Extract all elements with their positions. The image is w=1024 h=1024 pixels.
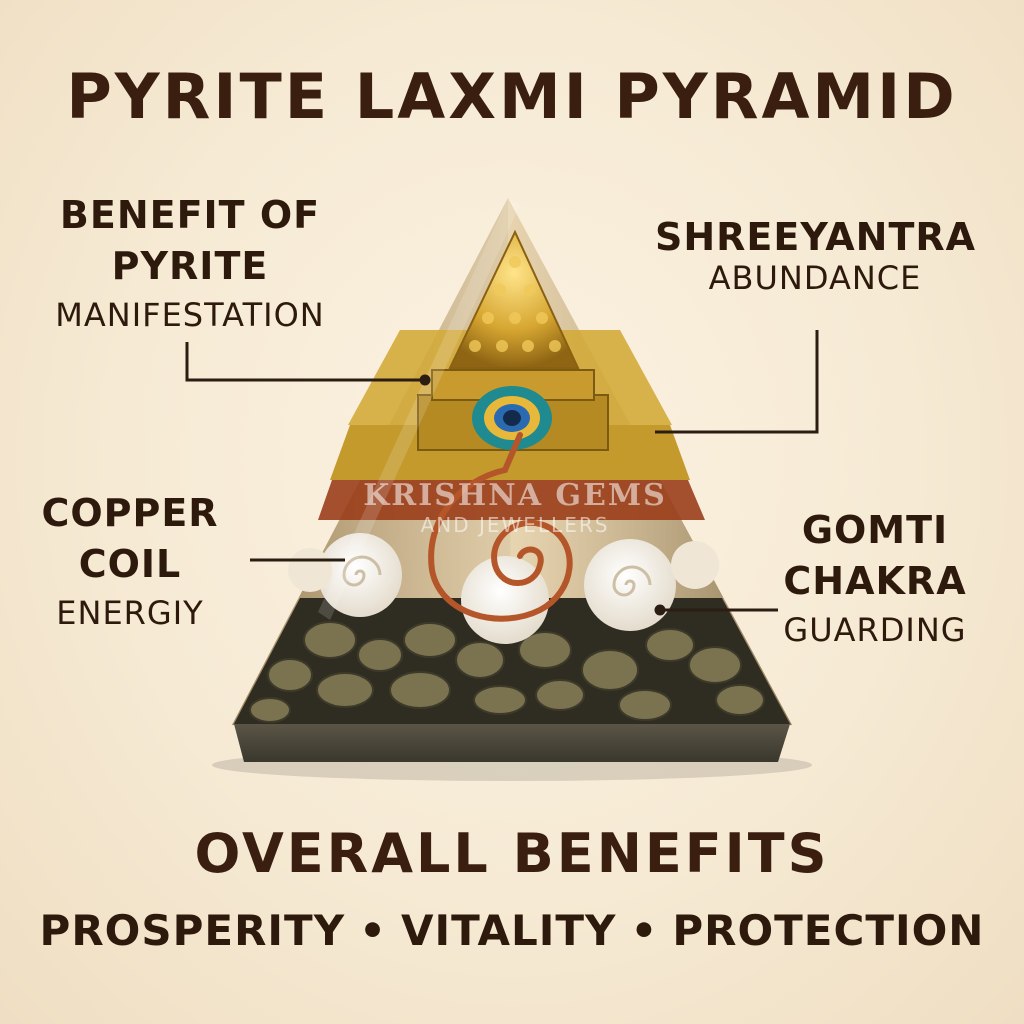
callout-pyrite-benefit: MANIFESTATION xyxy=(55,295,325,334)
callout-gomti-chakra: GOMTI CHAKRA GUARDING xyxy=(765,505,985,646)
callout-copper-coil: COPPER COIL ENERGIY xyxy=(30,488,230,629)
peacock-feather-eye xyxy=(472,386,552,450)
benefit-item: PROSPERITY xyxy=(39,906,346,955)
callout-gomti-heading-line1: GOMTI xyxy=(801,508,949,552)
shreeyantra xyxy=(417,229,609,451)
callout-copper-heading-line2: COIL xyxy=(78,542,182,587)
callout-shreeyantra-heading: SHREEYANTRA xyxy=(655,215,977,259)
glass-highlight xyxy=(318,198,520,620)
page-title: PYRITE LAXMI PYRAMID xyxy=(66,60,958,133)
benefit-item: VITALITY xyxy=(400,906,617,955)
callout-pyrite: BENEFIT OF PYRITE MANIFESTATION xyxy=(30,190,350,331)
callout-dot-gomti xyxy=(654,604,666,616)
callout-pyrite-heading-line2: PYRITE xyxy=(111,244,269,289)
callout-gomti-benefit: GUARDING xyxy=(783,610,967,649)
callout-shreeyantra: SHREEYANTRA ABUNDANCE xyxy=(655,218,975,294)
callout-copper-heading-line1: COPPER xyxy=(41,491,219,535)
bullet-separator: • xyxy=(359,906,387,955)
callout-pyrite-heading-line1: BENEFIT OF xyxy=(59,193,321,237)
bullet-separator: • xyxy=(630,906,659,955)
callout-gomti-heading-line2: CHAKRA xyxy=(783,559,967,604)
callout-copper-benefit: ENERGIY xyxy=(56,593,204,632)
copper-coil xyxy=(428,432,573,622)
overall-benefits-heading: OVERALL BENEFITS xyxy=(194,822,830,885)
overall-benefits-list: PROSPERITY • VITALITY • PROTECTION xyxy=(0,906,1024,955)
callout-line-shreeyantra xyxy=(655,330,819,434)
pyrite-stones xyxy=(249,621,765,723)
benefit-item: PROTECTION xyxy=(672,906,985,955)
rudraksha-layer xyxy=(318,480,705,520)
gomti-chakra-shells xyxy=(288,533,719,644)
callout-dot-pyrite xyxy=(419,374,431,386)
pyramid-base xyxy=(234,724,790,762)
callout-line-pyrite xyxy=(185,342,425,382)
callout-shreeyantra-benefit: ABUNDANCE xyxy=(708,259,922,297)
